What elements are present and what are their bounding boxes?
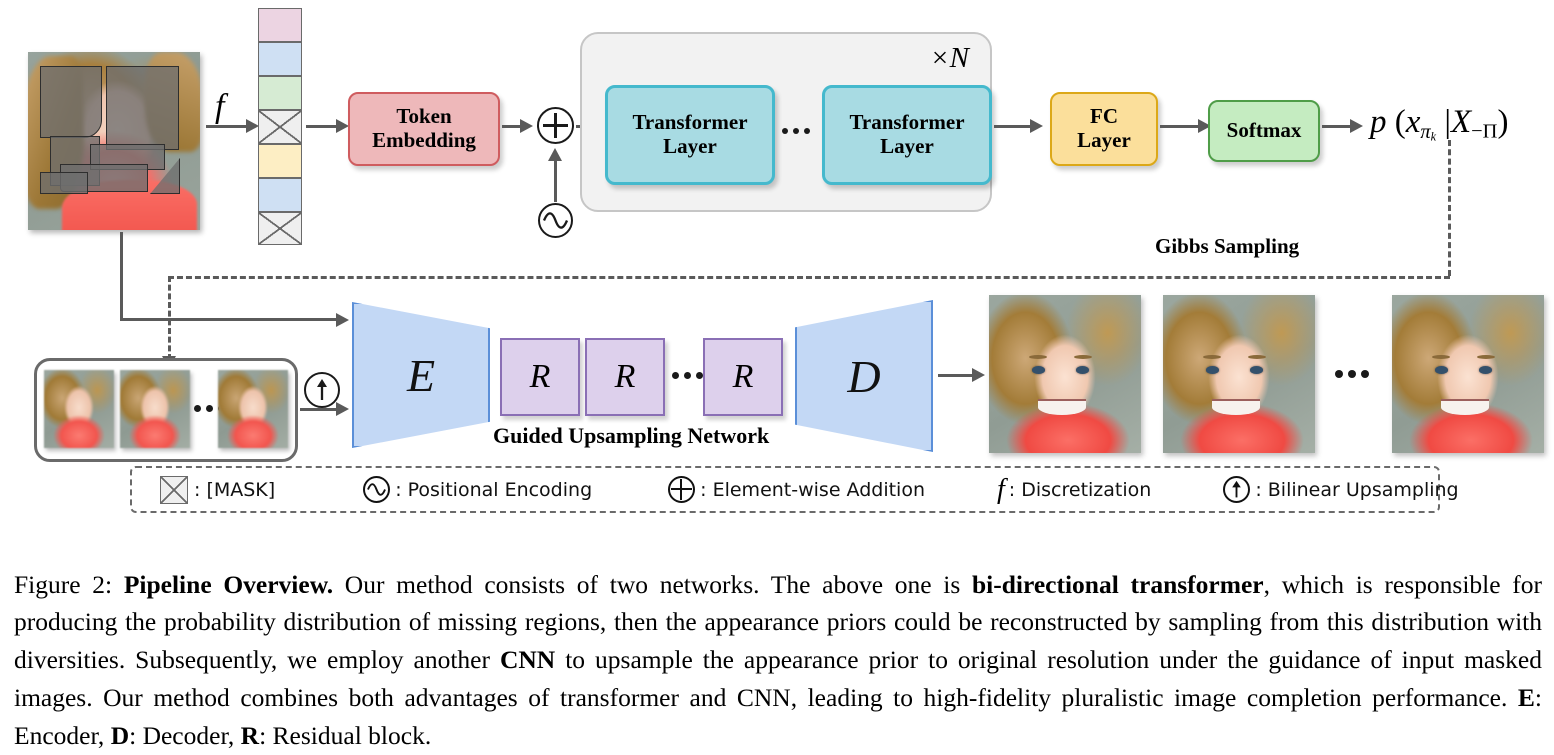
caption-part1: Our method consists of two networks. The… — [333, 570, 972, 599]
residual-block-2-label: R — [615, 358, 636, 396]
input-to-encoder-horizontal — [120, 318, 338, 321]
decoder-label: D — [847, 350, 880, 403]
up-arrow-circle-icon — [304, 372, 340, 408]
legend-item-mask: : [MASK] — [160, 476, 275, 504]
arrow-embedding-to-plus-head — [520, 119, 533, 133]
decoder-trapezoid[interactable]: D — [795, 300, 933, 452]
legend-mask-text: : [MASK] — [194, 479, 275, 501]
plus-circle-icon — [537, 107, 574, 144]
input-to-encoder-arrowhead — [336, 313, 349, 327]
legend-strip: : [MASK] : Positional Encoding : Element… — [130, 466, 1440, 513]
legend-item-bilinear: : Bilinear Upsampling — [1223, 476, 1458, 503]
gibbs-sampling-label: Gibbs Sampling — [1155, 234, 1299, 259]
arrow-tokens-to-embedding-line — [306, 125, 338, 128]
figure-caption: Figure 2: Pipeline Overview. Our method … — [14, 566, 1542, 755]
sine-circle-icon — [538, 203, 573, 238]
residual-block-2[interactable]: R — [585, 338, 665, 416]
caption-bold1: bi-directional transformer — [972, 570, 1264, 599]
softmax-label: Softmax — [1227, 119, 1302, 143]
encoder-label: E — [407, 349, 435, 402]
repeat-count-label: ×N — [930, 42, 969, 75]
up-arrow-circle-icon — [1223, 476, 1250, 503]
gibbs-feedback-horizontal — [168, 276, 1450, 279]
residual-block-3[interactable]: R — [703, 338, 783, 416]
mask-region-lower-left — [40, 172, 88, 194]
token-pink — [258, 8, 302, 42]
prior-to-encoder-head — [336, 402, 349, 416]
discretization-f-icon: f — [997, 474, 1005, 506]
softmax-box[interactable]: Softmax — [1208, 100, 1320, 162]
transformer-ellipsis — [782, 128, 810, 134]
legend-pe-text: : Positional Encoding — [395, 479, 592, 501]
arrow-transformer-to-fc-head — [1030, 119, 1043, 133]
guided-upsampling-network-label: Guided Upsampling Network — [493, 423, 769, 449]
mask-box-icon — [160, 476, 188, 504]
output-probability-formula: p (xπk |X−Π) — [1370, 104, 1508, 144]
mask-region-upper-right — [106, 66, 179, 150]
legend-discretization-text: : Discretization — [1009, 479, 1152, 501]
arrow-pe-to-plus-head — [548, 148, 562, 161]
caption-prefix: Figure 2: — [14, 570, 124, 599]
arrow-decoder-to-outputs-line — [938, 374, 974, 377]
sine-circle-icon — [363, 476, 390, 503]
token-mask2 — [258, 212, 302, 246]
legend-item-discretization: f : Discretization — [997, 474, 1151, 506]
residual-ellipsis — [672, 372, 703, 379]
caption-bold3: E — [1518, 683, 1535, 712]
token-yellow — [258, 144, 302, 178]
residual-block-1-label: R — [530, 358, 551, 396]
token-sequence-column — [258, 10, 302, 247]
caption-title: Pipeline Overview. — [124, 570, 333, 599]
token-green — [258, 76, 302, 110]
token-mask1 — [258, 110, 302, 144]
token-blue2 — [258, 178, 302, 212]
arrow-embedding-to-plus-line — [502, 125, 522, 128]
prior-image-1 — [44, 370, 114, 448]
residual-block-3-label: R — [733, 358, 754, 396]
gibbs-feedback-vertical — [1448, 140, 1451, 276]
caption-part6: : Residual block. — [259, 721, 431, 750]
arrow-fc-to-softmax-line — [1160, 125, 1200, 128]
arrow-decoder-to-outputs-head — [972, 368, 985, 382]
legend-item-positional-encoding: : Positional Encoding — [363, 476, 592, 503]
discretization-symbol: f — [215, 88, 224, 126]
output-image-3 — [1392, 295, 1544, 453]
prior-to-encoder-line — [300, 408, 340, 411]
caption-bold2: CNN — [500, 645, 555, 674]
arrow-softmax-to-output-head — [1350, 119, 1363, 133]
output-images-ellipsis — [1335, 370, 1369, 378]
token-blue1 — [258, 42, 302, 76]
residual-block-1[interactable]: R — [500, 338, 580, 416]
prior-image-2 — [120, 370, 190, 448]
mask-box-icon — [259, 213, 301, 245]
output-image-2 — [1163, 295, 1315, 453]
legend-addition-text: : Element-wise Addition — [700, 479, 925, 501]
arrow-f-line — [206, 125, 248, 128]
mask-box-icon — [259, 111, 301, 143]
caption-bold5: R — [241, 721, 259, 750]
legend-item-addition: : Element-wise Addition — [668, 476, 925, 503]
masked-input-image — [28, 52, 200, 230]
arrow-softmax-to-output-line — [1322, 125, 1352, 128]
arrow-transformer-to-fc-line — [994, 125, 1032, 128]
legend-bilinear-text: : Bilinear Upsampling — [1255, 479, 1458, 501]
caption-part5: : Decoder, — [129, 721, 241, 750]
mask-region-upper-left — [40, 66, 102, 138]
caption-bold4: D — [111, 721, 129, 750]
plus-circle-icon — [668, 476, 695, 503]
encoder-trapezoid[interactable]: E — [352, 302, 490, 448]
output-image-1 — [989, 295, 1141, 453]
arrow-pe-to-plus-line — [554, 160, 557, 202]
input-to-encoder-vertical — [120, 232, 123, 320]
prior-image-3 — [218, 370, 288, 448]
